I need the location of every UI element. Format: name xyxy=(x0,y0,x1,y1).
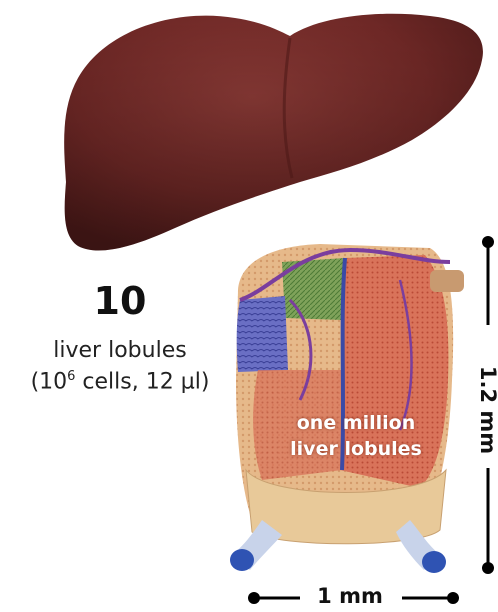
detail-prefix: (10 xyxy=(31,369,68,394)
overlay-text-line2: liver lobules xyxy=(258,440,454,459)
width-label: 1 mm xyxy=(300,586,400,607)
overlay-text-line1: one million xyxy=(258,414,454,433)
lobule-count: 10 xyxy=(60,282,180,320)
lobule-count-label: liver lobules xyxy=(0,338,240,364)
detail-suffix: cells, 12 µl) xyxy=(75,369,209,394)
lobule-blue-region xyxy=(237,296,288,372)
lobule-tube-top-right xyxy=(430,270,464,292)
height-label: 1.2 mm xyxy=(473,360,498,460)
lobule-count-detail: (106 cells, 12 µl) xyxy=(0,369,240,396)
